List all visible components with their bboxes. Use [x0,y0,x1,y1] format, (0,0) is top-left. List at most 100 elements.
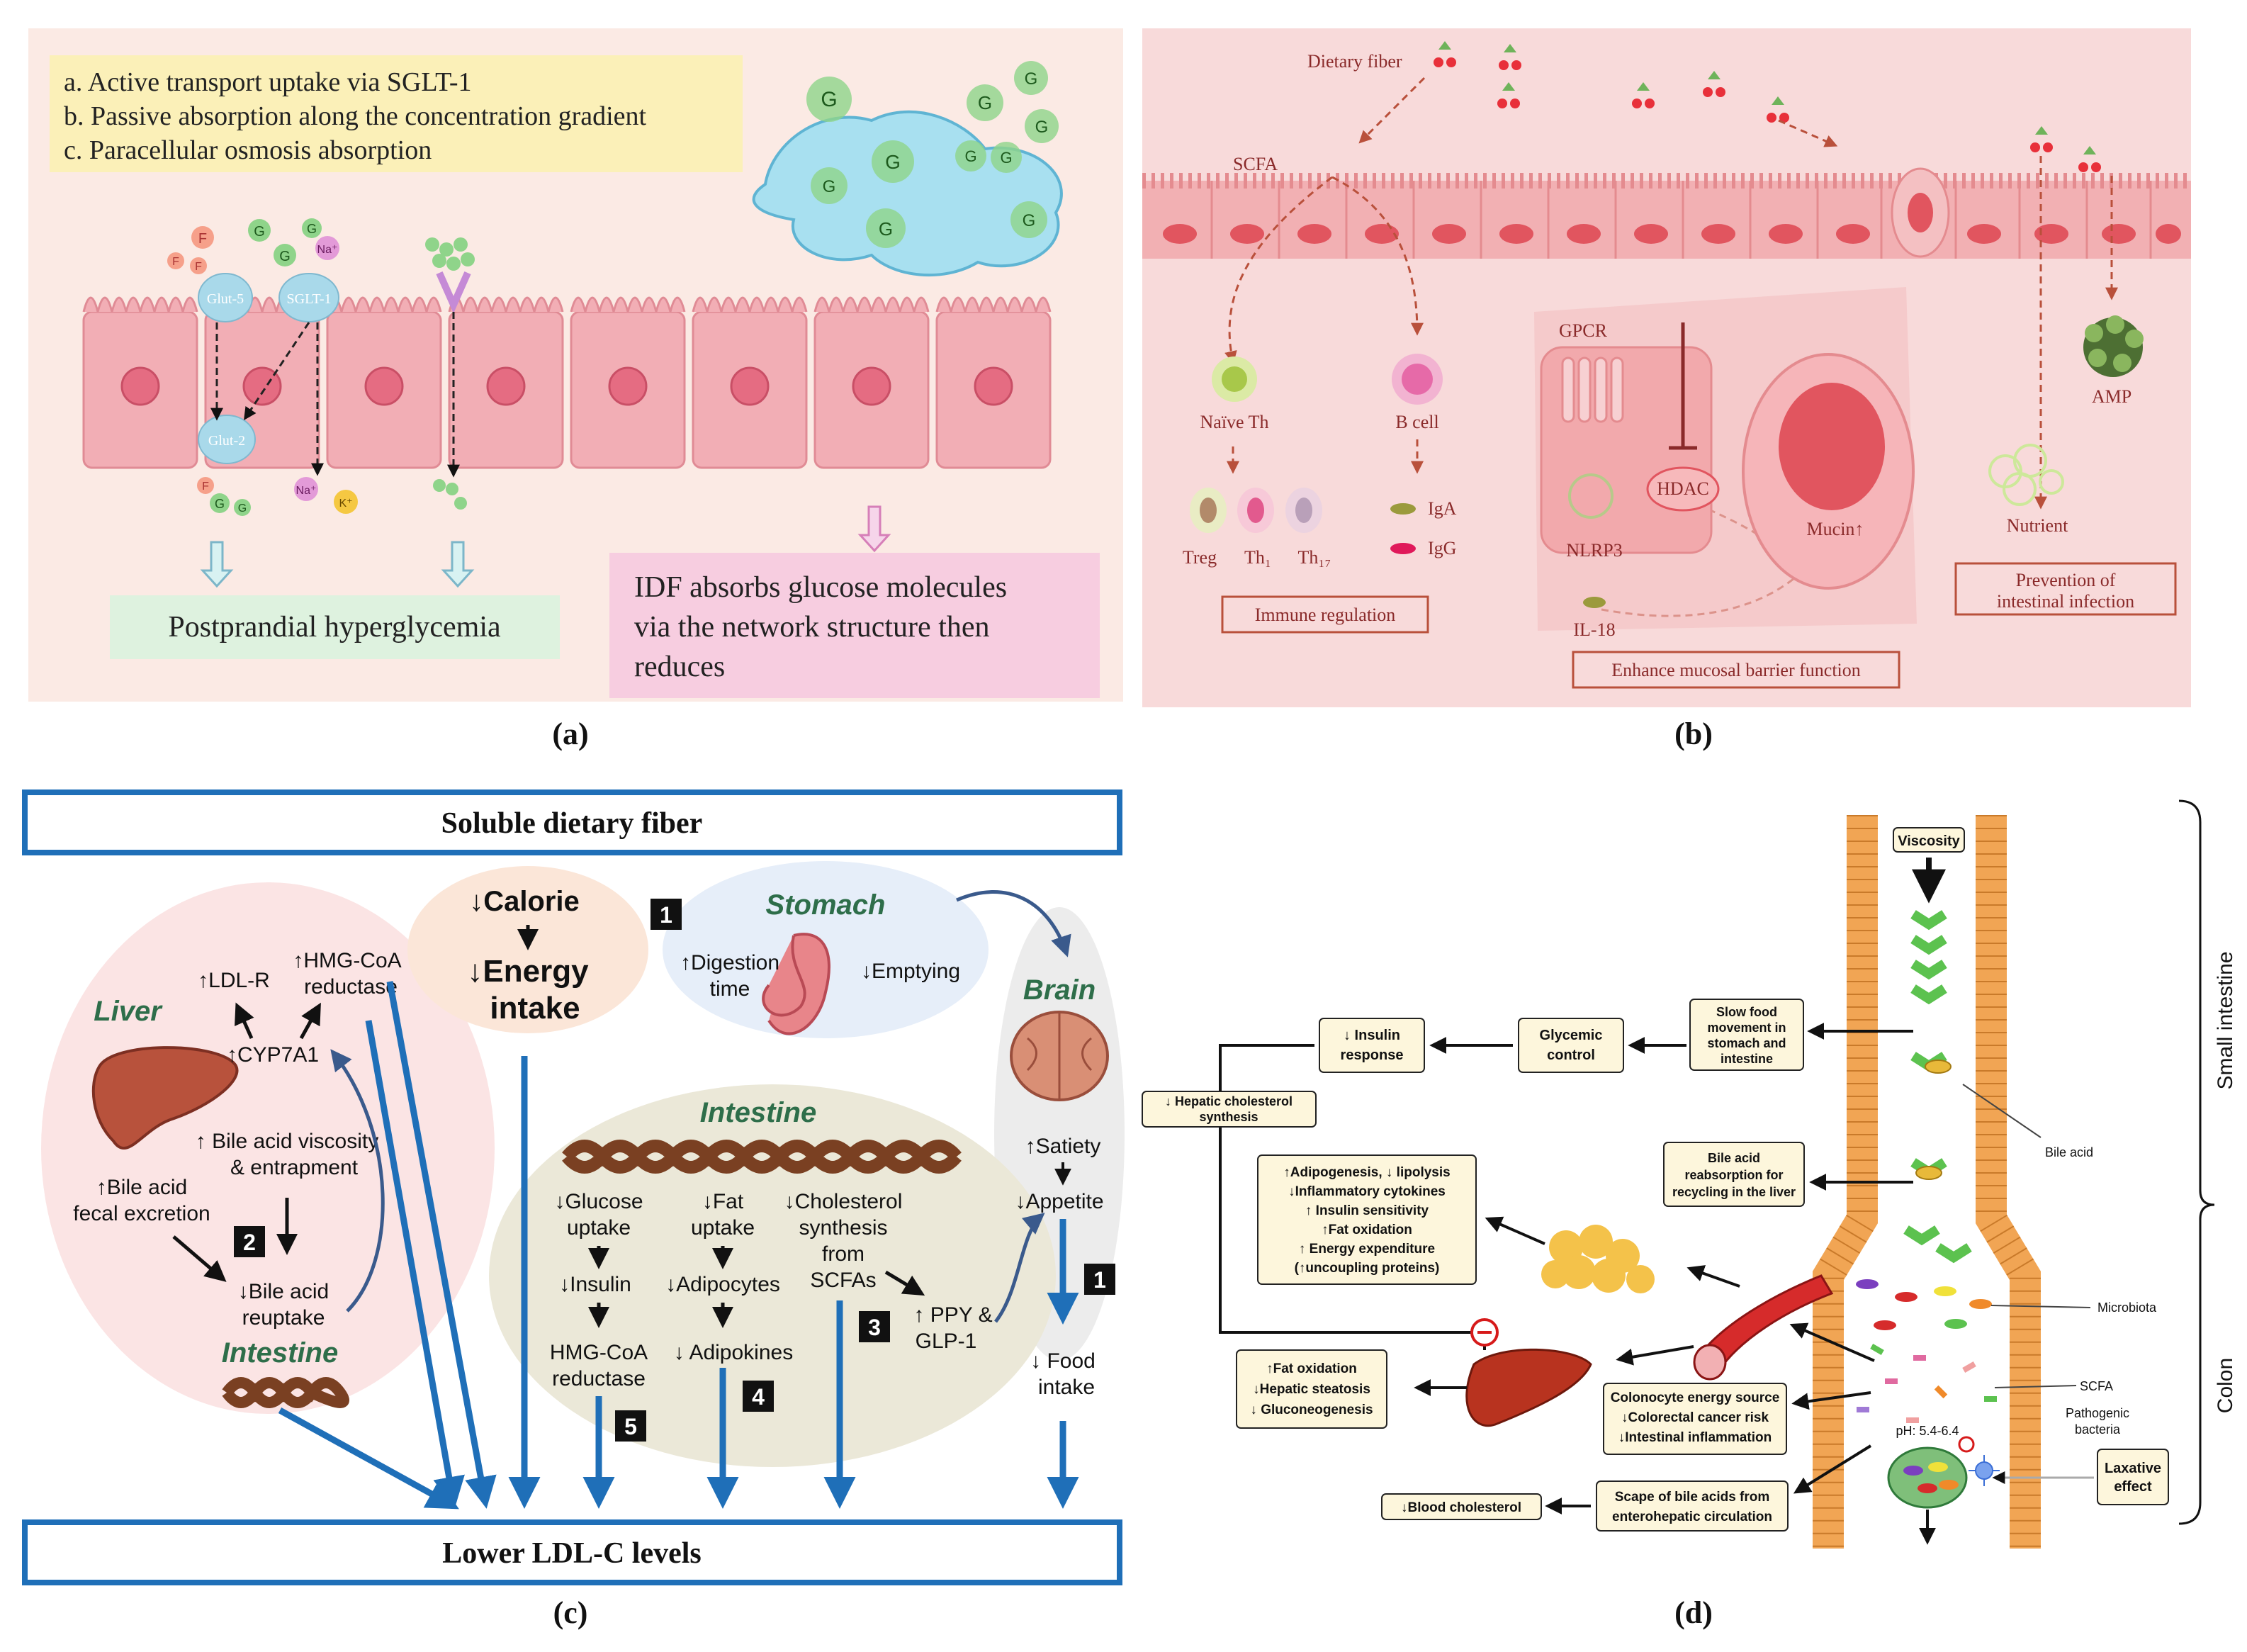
nlrp3-label: NLRP3 [1566,540,1622,561]
bile-excretion-line-2: fecal excretion [73,1202,210,1225]
glucose-molecules: G G G G G [210,218,475,516]
hmg-coa-reductase-line-2: reductase [552,1367,646,1390]
il18-molecule [1583,597,1606,608]
panel-b: Dietary fiber SCFA [1142,28,2191,751]
th17-label: Th₁₇ [1297,547,1331,568]
outcome-right-box [609,553,1100,698]
cholesterol-synthesis-line-3: from [822,1242,865,1266]
svg-text:↓ Insulin: ↓ Insulin [1344,1028,1400,1043]
cholesterol-synthesis-line-2: synthesis [799,1216,887,1240]
svg-text:Slow food: Slow food [1716,1005,1777,1019]
idf-network: G G G G G G G G G G [752,61,1063,277]
svg-text:3: 3 [868,1315,881,1340]
glucose-uptake-line-2: uptake [567,1216,631,1240]
svg-text:Laxative: Laxative [2105,1461,2161,1476]
sglt1-transporter [278,273,339,322]
svg-text:synthesis: synthesis [1199,1110,1258,1124]
scape-bile-box [1596,1480,1789,1532]
caption-b: (b) [1674,717,1713,751]
laxative-box [2097,1449,2169,1505]
svg-text:1: 1 [1093,1267,1106,1293]
paracellular-channel [436,271,471,314]
panel-d: Viscosity Bile acid Small intestine Colo… [1142,799,2237,1630]
glut2-transporter [198,415,256,464]
adipogenesis-box [1257,1154,1477,1285]
outcome-right-line-3: reduces [634,651,725,683]
fiber-particles [1434,41,2101,172]
fecal-mass-icon [1887,1446,1968,1509]
blood-vessel-icon [1699,1274,1834,1373]
pathogen-icon [1969,1455,2000,1486]
hmg-coa-line-1: ↑HMG-CoA [293,949,401,972]
adipocyte-cluster-icon [1541,1225,1655,1293]
digestion-time-line-1: ↑Digestion [680,951,779,974]
sglt1-label: SGLT-1 [287,291,332,307]
svg-text:(↑uncoupling proteins): (↑uncoupling proteins) [1295,1261,1440,1276]
svg-text:effect: effect [2114,1479,2152,1495]
svg-text:G: G [978,92,992,113]
prevention-line-2: intestinal infection [1997,591,2134,612]
food-intake-line-1: ↓ Food [1030,1349,1096,1373]
svg-text:G: G [1023,211,1036,230]
prevention-line-1: Prevention of [2016,570,2116,590]
bottom-title-box [22,1519,1122,1585]
appetite-label: ↓Appetite [1015,1190,1103,1213]
svg-text:↓Hepatic steatosis: ↓Hepatic steatosis [1253,1382,1370,1397]
svg-text:4: 4 [752,1384,765,1410]
liver-icon-d [1465,1348,1592,1427]
mucin-label: Mucin↑ [1807,519,1864,539]
legend-box [50,55,743,172]
caption-c: (c) [553,1595,588,1630]
nlrp3-complex [1568,473,1614,519]
digestion-time-line-2: time [710,977,750,1001]
stomach-icon [762,933,830,1035]
svg-text:Bile acid: Bile acid [1708,1151,1760,1165]
outcome-left-label: Postprandial hyperglycemia [168,611,501,644]
nutrient-icon [1988,444,2064,506]
colon-label: Colon [2214,1358,2237,1413]
mucosal-barrier-label: Enhance mucosal barrier function [1611,660,1861,680]
svg-text:F: F [195,261,202,273]
fiber-chevrons [1903,910,1972,1264]
svg-text:5: 5 [624,1414,637,1439]
ppy-glp1-line-1: ↑ PPY & [913,1303,992,1327]
il18-label: IL-18 [1573,619,1615,640]
microbiota-label: Microbiota [2097,1300,2157,1315]
glut5-transporter [198,273,253,322]
small-intestine-bracket [2178,799,2215,1220]
svg-text:G: G [279,249,291,264]
svg-text:G: G [307,222,317,236]
dietary-fiber-label: Dietary fiber [1307,51,1402,72]
viscosity-box [1893,827,1965,853]
svg-text:control: control [1547,1047,1595,1063]
mucin-granule [1779,383,1885,510]
svg-text:intestine: intestine [1721,1052,1773,1066]
outcome-right-line-1: IDF absorbs glucose molecules [634,571,1007,604]
svg-text:G: G [821,88,837,111]
iga-label: IgA [1428,498,1457,519]
insulin-label: ↓Insulin [559,1273,631,1296]
hepatic-cholesterol-box [1142,1091,1317,1128]
svg-text:G: G [823,177,836,196]
microbiota-particles [1856,1279,1997,1423]
hmg-coa-reductase-line-1: HMG-CoA [550,1341,648,1364]
svg-text:2: 2 [243,1230,256,1255]
reuptake-to-cyp7a1-arrow [330,1049,385,1313]
mucosal-barrier-box [1572,651,1900,689]
panel-c: Soluble dietary fiber Lower LDL-C levels… [22,790,1125,1630]
amp-cluster [2083,315,2144,377]
intestine-tube [1813,815,2041,1549]
svg-text:Na⁺: Na⁺ [317,244,338,256]
brain-title: Brain [1023,974,1096,1006]
viscosity-label: Viscosity [1898,833,1960,849]
svg-text:↓Intestinal inflammation: ↓Intestinal inflammation [1618,1430,1772,1445]
intestine-icon [562,1140,962,1174]
intestine-liver-title: Intestine [222,1337,338,1369]
outcome-right-line-2: via the network structure then [634,611,990,644]
bottom-title: Lower LDL-C levels [442,1537,702,1570]
svg-text:↑Adipogenesis, ↓ lipolysis: ↑Adipogenesis, ↓ lipolysis [1283,1165,1450,1180]
legend-line-a: a. Active transport uptake via SGLT-1 [64,67,472,97]
ph-label: pH: 5.4-6.4 [1896,1424,1959,1438]
hdac-label: HDAC [1657,478,1709,499]
